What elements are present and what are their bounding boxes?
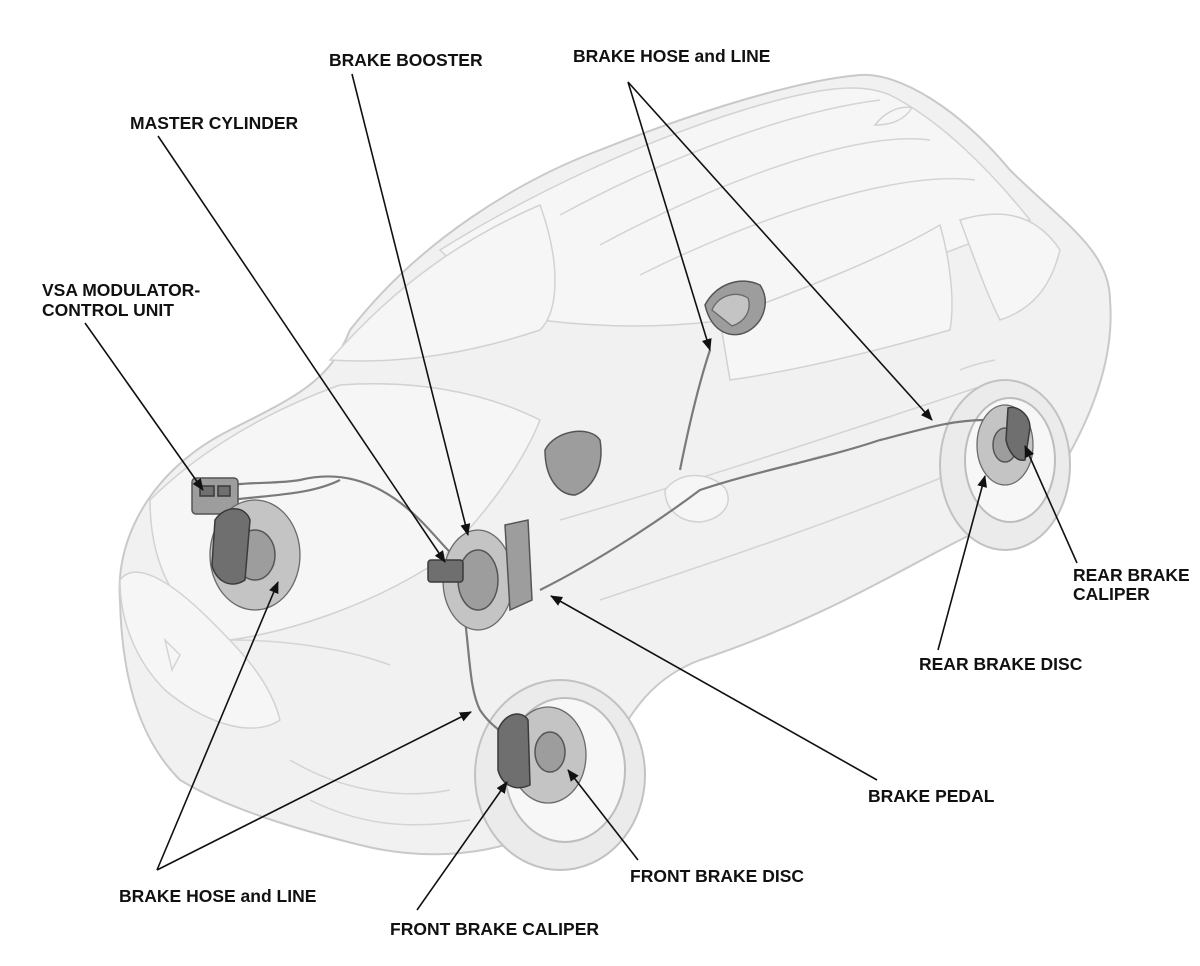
front-bumper [309,799,471,826]
label-master-cylinder: MASTER CYLINDER [130,113,299,133]
leader-hose-top-1 [627,81,712,351]
label-brake-hose-line-top: BRAKE HOSE and LINE [573,46,770,66]
brake-booster-unit [427,519,533,631]
roof-rail [639,177,976,276]
body-line [599,469,961,601]
roof-rail [599,138,931,246]
label-brake-booster: BRAKE BOOSTER [329,50,483,70]
leader-rear-caliper [1024,445,1078,564]
leader-front-disc [567,769,639,861]
leader-rear-disc [937,475,987,651]
leader-hose-top-2 [627,81,933,421]
roof-rail [559,99,881,216]
antenna [873,106,914,126]
brake-line [209,475,461,561]
leader-hose-bottom-2 [156,711,472,871]
brake-line [678,349,712,471]
leader-vsa [84,322,204,491]
brake-line [539,418,986,591]
label-rear-brake-caliper-line1: REAR BRAKE [1073,565,1190,585]
front-brake-disc-left [209,499,301,611]
front-brake-caliper-disc [497,706,587,804]
instrument-panel-part [544,430,602,496]
leader-front-caliper [416,781,508,911]
vehicle-illustration [118,73,1112,871]
label-rear-brake-caliper-line2: CALIPER [1073,584,1150,604]
brake-line [229,479,341,502]
front-bumper [289,759,451,795]
leader-master-cylinder [157,135,446,563]
callout-labels: BRAKE BOOSTER BRAKE HOSE and LINE MASTER… [42,46,1190,939]
label-front-brake-disc: FRONT BRAKE DISC [630,866,804,886]
headlight [229,639,391,666]
side-mirror [664,474,729,523]
side-window [719,223,953,381]
leader-brake-pedal [550,595,878,781]
label-front-brake-caliper: FRONT BRAKE CALIPER [390,919,599,939]
windshield [328,203,556,362]
body-line [559,379,1001,521]
label-vsa-line2: CONTROL UNIT [42,300,174,320]
front-grille [119,571,281,729]
label-brake-pedal: BRAKE PEDAL [868,786,995,806]
rear-side-window [959,213,1061,321]
label-brake-hose-line-bottom: BRAKE HOSE and LINE [119,886,316,906]
grille-emblem [163,637,181,673]
rear-assembly [704,280,766,336]
label-vsa-line1: VSA MODULATOR- [42,280,200,300]
leader-hose-bottom-1 [156,581,279,871]
rear-brake-caliper-disc [976,404,1034,486]
label-rear-brake-disc: REAR BRAKE DISC [919,654,1083,674]
leader-lines [84,73,1078,911]
door-handle [959,359,996,371]
leader-brake-booster [351,73,471,536]
